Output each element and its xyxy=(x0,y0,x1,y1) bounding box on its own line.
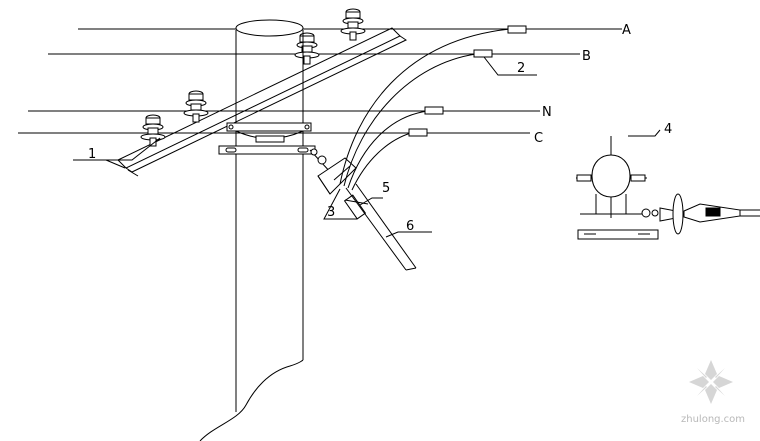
insulator-3 xyxy=(294,32,320,65)
detail-4 xyxy=(576,136,760,240)
callout-5: 5 xyxy=(382,181,390,196)
labels: A B N C 1 2 3 4 5 6 xyxy=(88,23,672,234)
sleeve-b xyxy=(473,49,493,58)
pole-break-line xyxy=(199,359,304,441)
watermark-logo xyxy=(689,360,733,404)
label-a: A xyxy=(622,23,631,38)
lead-a xyxy=(339,28,511,185)
label-c: C xyxy=(534,131,543,146)
sleeve-a xyxy=(507,25,527,34)
lead-c xyxy=(351,132,412,191)
sleeve-n xyxy=(424,106,444,115)
leader-lines xyxy=(73,56,661,238)
lead-b xyxy=(343,53,477,187)
sleeve-c xyxy=(408,128,428,137)
insulator-2 xyxy=(183,90,209,123)
callout-2: 2 xyxy=(517,61,525,76)
cable xyxy=(345,183,417,271)
insulators xyxy=(140,8,366,147)
pole-top xyxy=(235,19,304,37)
label-n: N xyxy=(542,105,552,120)
connection-sleeves xyxy=(408,25,527,137)
pole xyxy=(199,19,304,441)
label-b: B xyxy=(582,49,591,64)
insulator-4 xyxy=(340,8,366,41)
cable-termination xyxy=(309,148,369,220)
cross-arm xyxy=(105,27,408,177)
pole-clamp xyxy=(218,122,316,155)
watermark-text: zhulong.com xyxy=(681,414,745,425)
callout-6: 6 xyxy=(406,219,414,234)
lead-n xyxy=(347,110,429,189)
watermark: zhulong.com xyxy=(681,360,745,425)
phase-leads xyxy=(339,28,511,191)
callout-4: 4 xyxy=(664,122,672,137)
callout-3: 3 xyxy=(327,205,335,220)
callout-1: 1 xyxy=(88,147,96,162)
insulator-1 xyxy=(140,114,166,147)
pole-body xyxy=(235,30,304,412)
